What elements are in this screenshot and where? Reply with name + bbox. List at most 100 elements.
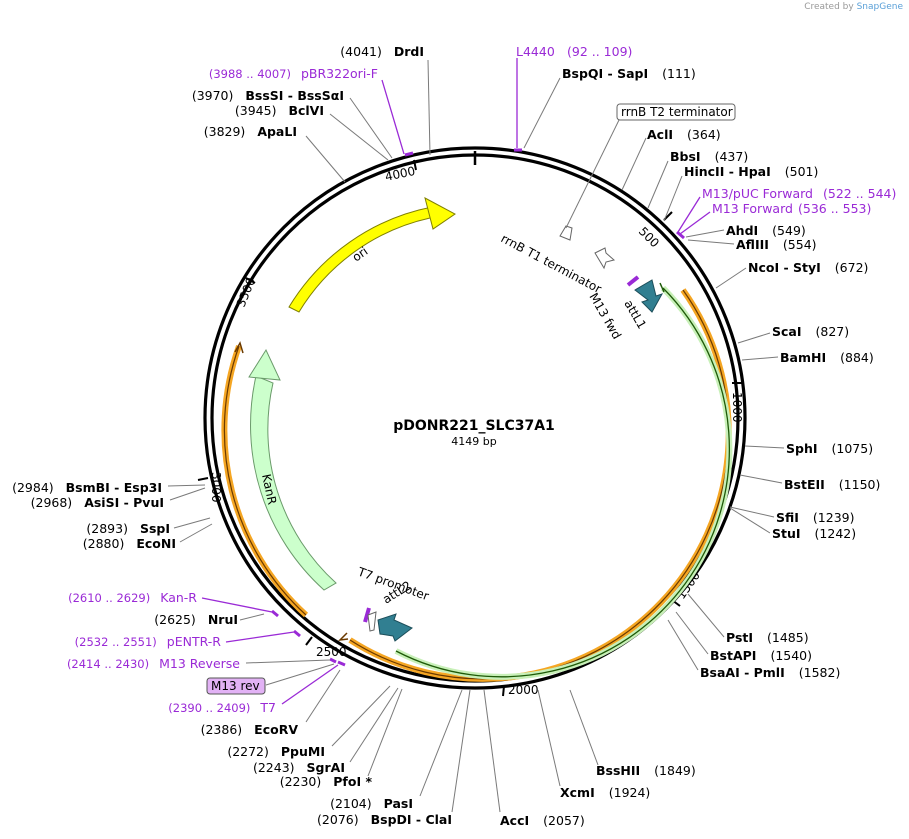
orange-arc-right [348, 288, 732, 682]
rrnb-t1-label: rrnB T1 terminator [499, 231, 604, 296]
tick-label-1000: 1000 [730, 392, 744, 423]
site-bsshii: BssHII(1849) [596, 763, 696, 778]
kanr-arrow-body [250, 375, 337, 591]
m13fwd-lead [679, 211, 711, 235]
plasmid-size: 4149 bp [451, 435, 496, 448]
site-bclvi: (3945)BclVI [235, 103, 324, 118]
primer-pentr-r: (2532 .. 2551)pENTR-R [75, 634, 222, 649]
xcmi-lead [537, 689, 561, 787]
apali-lead [305, 135, 346, 183]
rrnb-t2-arrow [559, 225, 573, 241]
primer-l4440: L4440 [516, 44, 555, 59]
green-arc [394, 285, 733, 680]
sapi-lead [523, 77, 561, 149]
styi-lead [715, 267, 747, 289]
site-pmli: BsaAI - PmlI(1582) [700, 665, 840, 680]
primer-t7: (2390 .. 2409)T7 [168, 700, 276, 715]
site-xcmi: XcmI(1924) [560, 785, 650, 800]
drdi-lead [427, 59, 431, 156]
ecorv-lead [305, 669, 341, 723]
primer-l4440-range: (92 .. 109) [567, 44, 632, 59]
orange-arc-left-head [234, 341, 244, 354]
attl1-arrow [634, 279, 664, 313]
site-afliii: AflIII(554) [736, 237, 817, 252]
bsshii-lead [569, 689, 599, 766]
pasi-lead [419, 689, 463, 797]
site-sphi: SphI(1075) [786, 441, 873, 456]
ppumi-lead [331, 685, 391, 747]
tick-label-4000: 4000 [384, 164, 417, 184]
bsteii-lead [739, 474, 783, 484]
site-stui: StuI(1242) [772, 526, 856, 541]
kanr-label: KanR [259, 473, 279, 506]
pbr322-lead [381, 79, 405, 155]
site-econi: (2880)EcoNI [83, 536, 176, 551]
site-pasi: (2104)PasI [330, 796, 413, 811]
site-bsteii: BstEII(1150) [784, 477, 880, 492]
acli-lead [621, 137, 647, 191]
m13-rev-label: M13 rev [211, 679, 260, 693]
m13rev-lead [245, 659, 331, 664]
rrnb-t2-box [616, 103, 736, 121]
primer-m13-puc-forward: M13/pUC Forward [702, 186, 813, 201]
bsmbi-lead [167, 484, 206, 487]
t7-marker [363, 607, 371, 623]
rrnb-t2-label: rrnB T2 terminator [621, 105, 733, 119]
site-clai: (2076)BspDI - ClaI [317, 812, 452, 827]
attl2-arrow [377, 613, 413, 642]
sphi-lead [744, 445, 785, 449]
primer-m13-reverse: (2414 .. 2430)M13 Reverse [67, 656, 240, 671]
site-bbsi: BbsI(437) [670, 149, 748, 164]
site-apali: (3829)ApaLI [204, 124, 297, 139]
hpai-lead [663, 175, 683, 222]
bbsi-lead [647, 160, 669, 209]
m13fwd-marker [626, 275, 640, 287]
bamhi-lead [741, 356, 779, 361]
stui-lead [729, 507, 771, 534]
plasmid-name: pDONR221_SLC37A1 [393, 418, 555, 434]
site-sspi: (2893)SspI [86, 521, 170, 536]
site-nrui: (2625)NruI [154, 612, 238, 627]
site-asisi: (2968)AsiSI - PvuI [31, 495, 164, 510]
bstapi-lead [675, 611, 709, 655]
credit-prefix: Created by [804, 2, 854, 12]
green-arc-head [659, 282, 665, 293]
site-psti: PstI(1485) [726, 630, 809, 645]
primer-m13-forward-range: (536 .. 553) [798, 201, 871, 216]
sgrai-lead [349, 687, 399, 763]
rrnb-t1-arrow [594, 247, 616, 270]
primer-m13-puc-range: (522 .. 544) [823, 186, 896, 201]
primer-pbr322ori-f: (3988 .. 4007)pBR322ori-F [209, 66, 378, 81]
econi-lead [179, 523, 213, 543]
site-acli: AclI(364) [647, 127, 721, 142]
site-sapi: BspQI - SapI(111) [562, 66, 696, 81]
orange-arc-left-core [223, 345, 307, 616]
orange-arc-right-core [349, 289, 730, 680]
ahdi-lead [685, 229, 725, 238]
m13fwd-label: M13 fwd [586, 291, 624, 342]
tick-label-2500: 2500 [316, 645, 347, 659]
site-bsmbi: (2984)BsmBI - Esp3I [12, 480, 162, 495]
scai-lead [737, 332, 771, 344]
tick-label-3000: 3000 [209, 472, 223, 503]
bsssi-lead [349, 97, 393, 159]
asisi-lead [169, 487, 206, 501]
snapgene-credit: Created by SnapGene [804, 2, 903, 12]
site-sfii: SfiI(1239) [776, 510, 855, 525]
green-arc-core [395, 287, 730, 678]
sfii-lead [729, 506, 775, 518]
site-acci: AccI(2057) [500, 813, 585, 828]
kanr-primer-lead [201, 597, 273, 613]
primer-m13-forward: M13 Forward [712, 201, 793, 216]
tick-label-2000: 2000 [508, 683, 539, 697]
m13puc-lead [677, 196, 701, 233]
sspi-lead [173, 517, 211, 529]
site-scai: ScaI(827) [772, 324, 849, 339]
t7-primer-lead [281, 664, 339, 705]
pmli-lead [667, 619, 699, 671]
pentr-r-lead [225, 631, 295, 643]
kanr-arrow-head [248, 348, 281, 381]
site-ppumi: (2272)PpuMI [227, 744, 325, 759]
site-bsssi: (3970)BssSI - BssSαI [192, 88, 344, 103]
